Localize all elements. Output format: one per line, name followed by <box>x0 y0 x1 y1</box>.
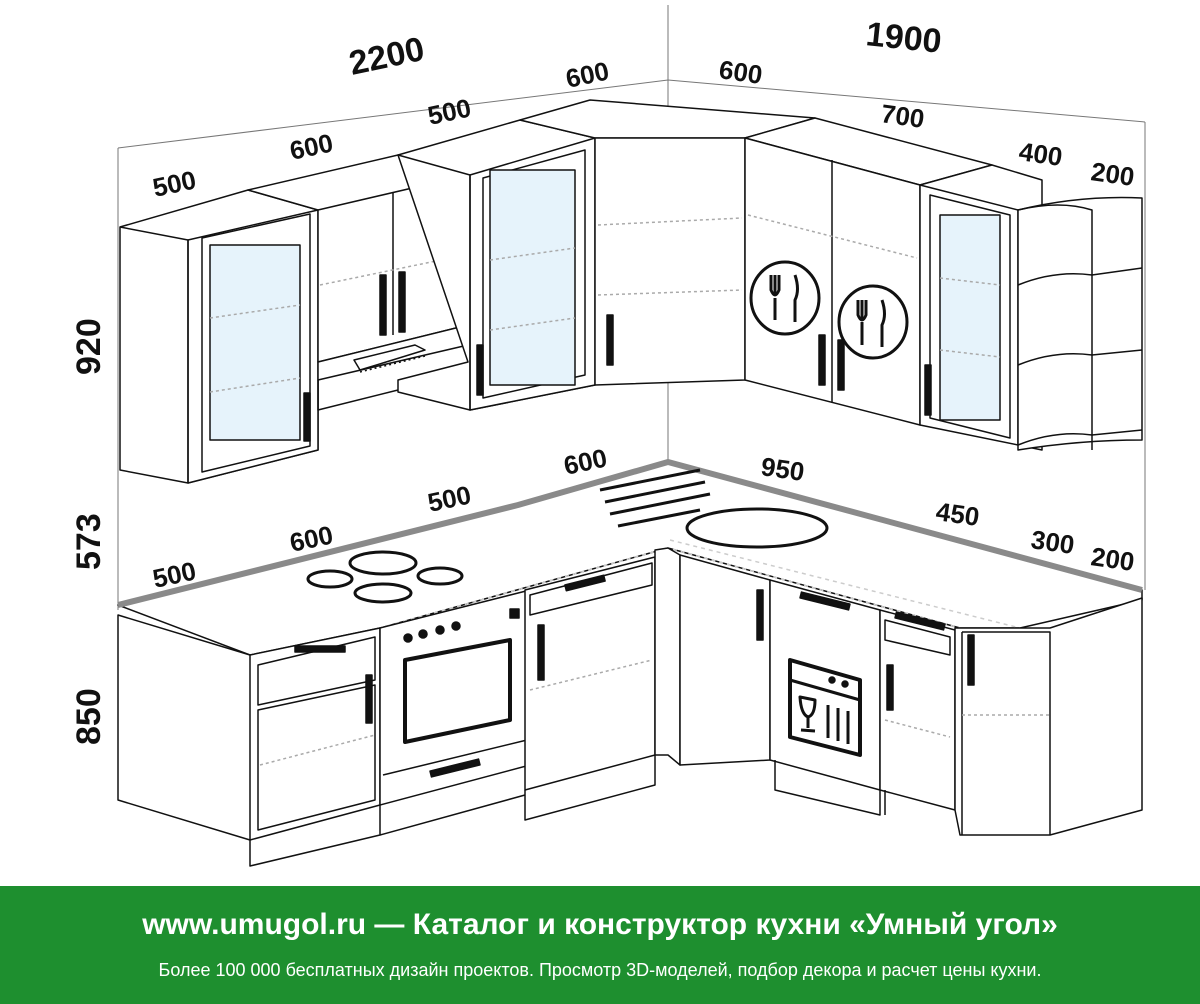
handle <box>303 392 311 442</box>
lower-cabinet-drawer-right <box>879 609 956 815</box>
dim-upper-total-right: 1900 <box>864 15 943 61</box>
upper-corner-cabinet <box>519 99 816 386</box>
lower-cabinet-drawer-left <box>524 556 656 821</box>
lower-oven-cabinet <box>379 589 531 806</box>
dim-upper-left-1: 500 <box>150 165 199 203</box>
upper-cabinet-glass-right <box>919 164 1043 451</box>
dim-lower-right-4: 200 <box>1089 541 1136 577</box>
dim-upper-right-4: 200 <box>1089 156 1136 192</box>
plate-icon <box>749 260 821 336</box>
upper-cabinet-plates <box>744 117 993 426</box>
dim-upper-total-left: 2200 <box>346 30 428 83</box>
footer-title: www.umugol.ru — Каталог и конструктор ку… <box>142 908 1058 941</box>
burner <box>353 582 413 604</box>
dim-lower-right-2: 450 <box>934 496 981 532</box>
plate-icon <box>837 284 909 360</box>
fork-icon <box>856 300 868 345</box>
dishwasher-icon <box>788 658 862 757</box>
lower-end-cabinet <box>954 597 1143 836</box>
lower-dishwasher <box>769 579 881 816</box>
dim-upper-left-2: 600 <box>287 128 336 166</box>
dim-height-lower: 850 <box>70 688 108 745</box>
knife-icon <box>793 274 799 322</box>
dim-height-upper: 920 <box>70 318 108 375</box>
knife-icon <box>880 299 886 347</box>
dim-upper-left-3: 500 <box>425 93 474 131</box>
dim-lower-right-3: 300 <box>1029 524 1076 560</box>
dim-lower-left-3: 500 <box>425 480 474 518</box>
lower-cabinet-left <box>117 614 526 867</box>
lower-corner-cabinet <box>654 547 771 766</box>
worktop <box>117 459 1143 656</box>
oven-icon <box>403 638 512 744</box>
fork-icon <box>769 275 781 320</box>
burner <box>416 566 464 586</box>
footer-subtitle: Более 100 000 бесплатных дизайн проектов… <box>158 960 1042 980</box>
dim-upper-right-1: 600 <box>717 54 764 90</box>
dim-upper-right-2: 700 <box>879 98 926 134</box>
dim-lower-right-1: 950 <box>759 451 806 487</box>
burner <box>348 550 418 576</box>
upper-cabinet-hood <box>247 154 469 411</box>
sink-icon <box>599 468 829 549</box>
dim-lower-left-4: 600 <box>561 443 610 481</box>
range-hood-icon <box>353 344 426 371</box>
upper-open-shelf <box>1017 196 1143 451</box>
footer-banner: www.umugol.ru — Каталог и конструктор ку… <box>0 886 1200 1004</box>
burner <box>306 569 354 589</box>
kitchen-drawing: 2200 1900 500 600 500 600 600 700 400 20… <box>70 5 1146 867</box>
upper-cabinet-glass-left <box>119 189 319 484</box>
dim-height-gap: 573 <box>70 513 108 570</box>
upper-cabinet-glass-mid <box>397 119 596 411</box>
dim-upper-right-3: 400 <box>1017 136 1064 172</box>
